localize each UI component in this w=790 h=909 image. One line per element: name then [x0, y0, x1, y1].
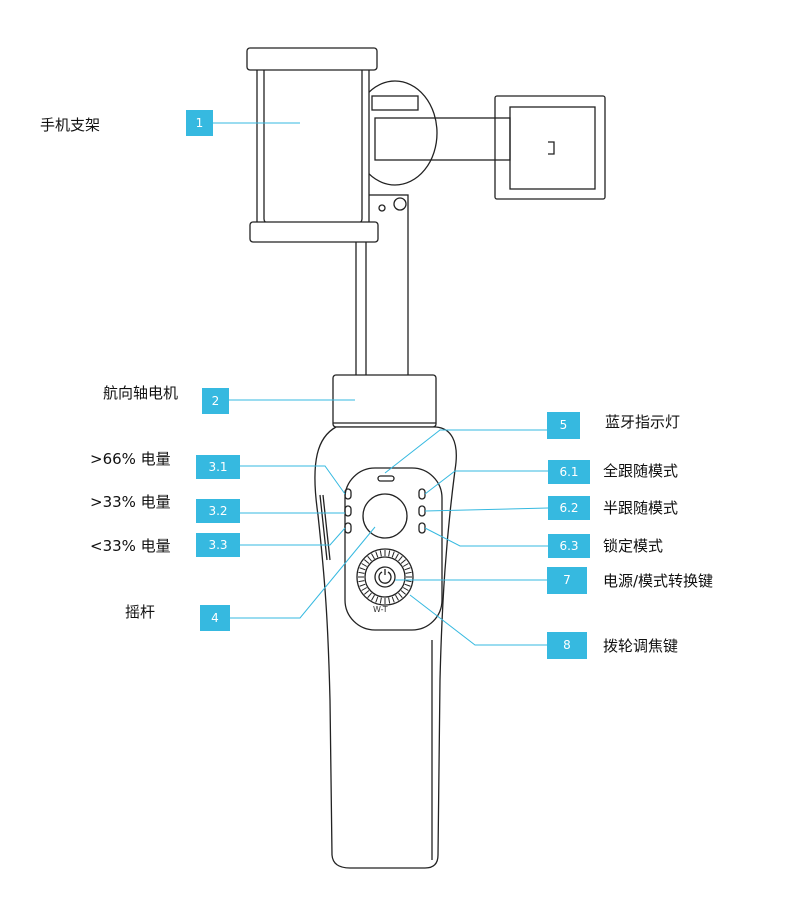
pan-motor [332, 374, 437, 428]
wheel-knurl-tick [361, 587, 368, 591]
callout-badge-3-2: 3.2 [196, 499, 240, 523]
wheel-knurl-tick [371, 594, 375, 601]
callout-label-8: 拨轮调焦键 [603, 637, 679, 655]
leader-6-1 [424, 470, 548, 495]
callout-label-3-3: <33% 电量 [90, 537, 171, 555]
leader-3-1 [240, 465, 346, 495]
tilt-motor [494, 95, 606, 200]
screw-small [378, 204, 386, 212]
wheel-text: W-T [373, 605, 388, 614]
holder-bottom-clamp [249, 221, 379, 243]
leader-8 [409, 594, 547, 646]
callout-badge-5: 5 [547, 412, 580, 439]
callout-label-2: 航向轴电机 [103, 384, 179, 402]
callout-label-6-1: 全跟随模式 [603, 462, 679, 480]
callout-label-1: 手机支架 [40, 116, 101, 134]
callout-label-5: 蓝牙指示灯 [605, 413, 681, 431]
battery-led-2 [344, 505, 352, 517]
callout-badge-7: 7 [547, 567, 587, 594]
holder-top-clamp [246, 47, 378, 71]
wheel-knurl-tick [363, 590, 370, 595]
wheel-knurl-tick [359, 567, 366, 571]
callout-badge-4: 4 [200, 605, 230, 631]
wheel-knurl-tick [405, 580, 412, 583]
tilt-motor-mark [548, 141, 555, 155]
zoom-wheel-inner [364, 556, 406, 598]
wheel-knurl-tick [402, 563, 409, 567]
handle [314, 426, 457, 869]
leader-4 [230, 526, 376, 619]
wheel-knurl-tick [400, 590, 407, 595]
joystick [362, 493, 408, 539]
callout-label-6-3: 锁定模式 [603, 537, 664, 555]
wheel-knurl-tick [405, 571, 412, 574]
wheel-knurl-tick [402, 587, 409, 591]
callout-label-3-1: >66% 电量 [90, 450, 171, 468]
wheel-knurl-tick [361, 563, 368, 567]
callout-badge-6-3: 6.3 [548, 534, 590, 558]
wheel-knurl-tick [375, 551, 379, 558]
callout-badge-6-2: 6.2 [548, 496, 590, 520]
leader-5 [384, 429, 547, 474]
callout-badge-3-1: 3.1 [196, 455, 240, 479]
wheel-knurl-tick [371, 553, 375, 560]
callout-badge-1: 1 [186, 110, 213, 136]
leader-6-3 [424, 527, 548, 547]
bluetooth-led [377, 475, 395, 482]
callout-badge-6-1: 6.1 [548, 460, 590, 484]
leader-3-3 [240, 527, 346, 546]
handle-edge-left [319, 494, 328, 561]
wheel-knurl-tick [363, 559, 370, 564]
roll-motor-base [371, 95, 419, 111]
handle-edge-left2 [322, 494, 331, 561]
callout-label-3-2: >33% 电量 [90, 493, 171, 511]
callout-badge-2: 2 [202, 388, 229, 414]
wheel-knurl-tick [379, 550, 382, 557]
leader-6-2 [424, 507, 549, 512]
power-icon [378, 569, 392, 584]
wheel-knurl-tick [398, 555, 403, 562]
wheel-knurl-tick [398, 592, 403, 599]
wheel-knurl-tick [391, 596, 395, 603]
screw [393, 197, 407, 211]
wheel-knurl-tick [367, 592, 372, 599]
wheel-knurl-tick [375, 596, 379, 603]
callout-badge-3-3: 3.3 [196, 533, 240, 557]
callout-label-7: 电源/模式转换键 [603, 572, 714, 590]
horizontal-arm [374, 117, 511, 161]
wheel-knurl-tick [391, 551, 395, 558]
phone-holder [256, 54, 370, 231]
wheel-knurl-tick [395, 594, 399, 601]
power-button [374, 566, 396, 588]
wheel-knurl-tick [404, 583, 411, 587]
wheel-knurl-tick [379, 597, 382, 604]
tilt-motor-inner [509, 106, 596, 190]
callout-label-4: 摇杆 [125, 603, 156, 621]
wheel-knurl-tick [367, 555, 372, 562]
wheel-knurl-tick [358, 571, 365, 574]
wheel-knurl-tick [388, 550, 391, 557]
wheel-knurl-tick [400, 559, 407, 564]
wheel-knurl-tick [388, 597, 391, 604]
wheel-knurl-tick [404, 567, 411, 571]
callout-badge-8: 8 [547, 632, 587, 659]
wheel-knurl-tick [395, 553, 399, 560]
control-panel [344, 467, 443, 631]
zoom-wheel [356, 548, 414, 606]
callout-label-6-2: 半跟随模式 [603, 499, 679, 517]
wheel-knurl-tick [359, 583, 366, 587]
wheel-knurl-tick [358, 580, 365, 583]
